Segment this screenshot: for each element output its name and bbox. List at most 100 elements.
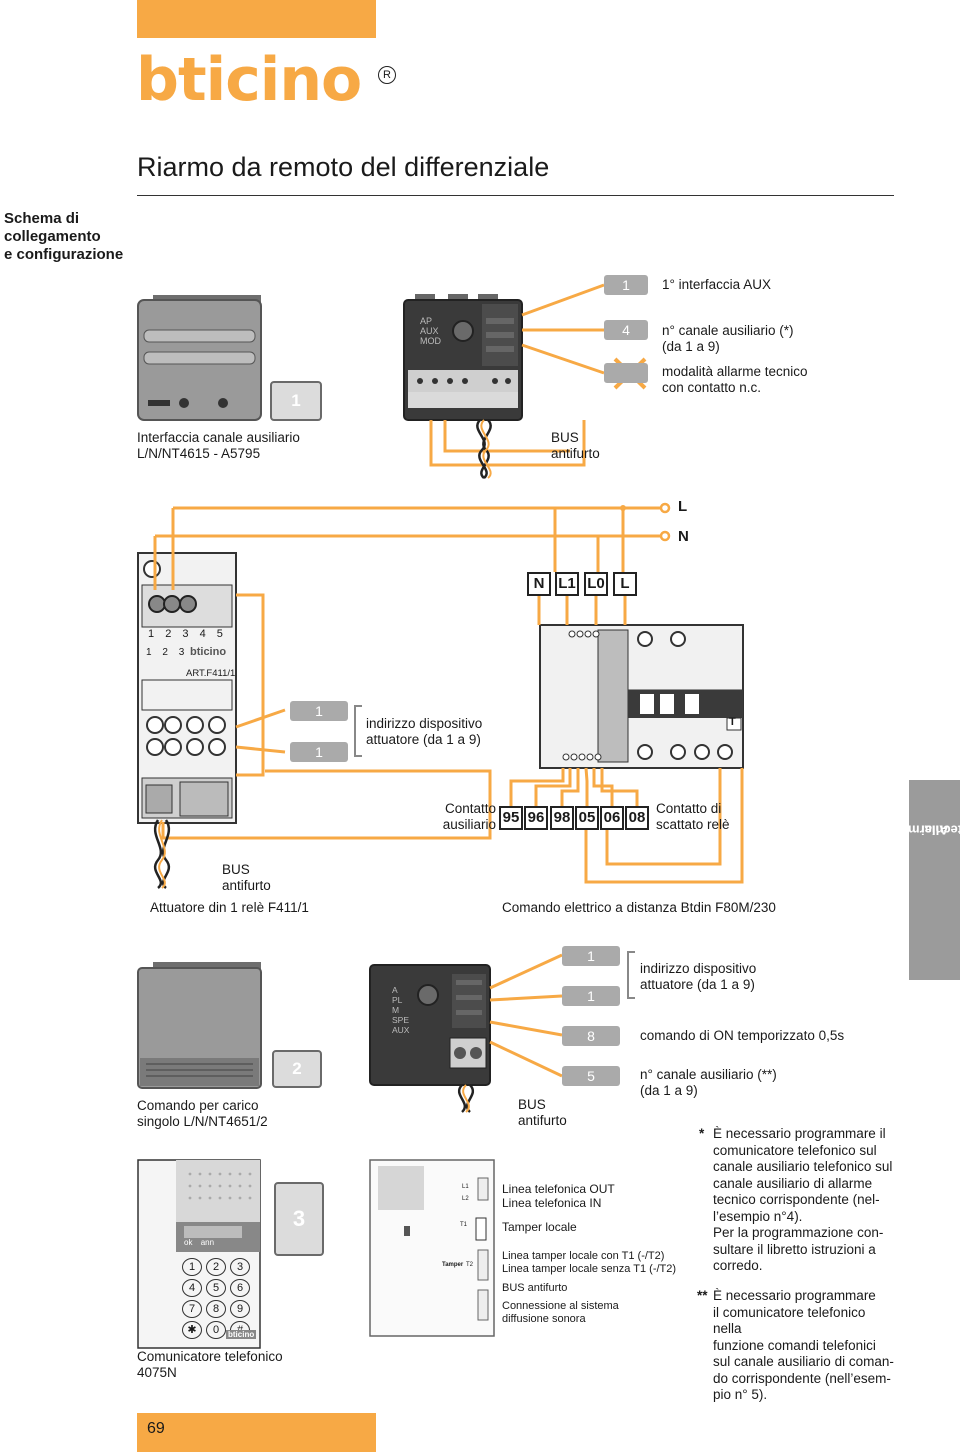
line-N-label: N: [678, 528, 689, 545]
interface-caption-1: Interfaccia canale ausiliario: [137, 430, 300, 445]
board-label-l2: L2: [462, 1196, 469, 1202]
interface-badge: 1: [270, 381, 322, 421]
addr-tag-2: 1: [290, 742, 348, 762]
contact-left-line2: ausiliario: [442, 817, 496, 832]
contact-left: Contatto ausiliario: [441, 801, 496, 833]
contact-right-line1: Contatto di: [656, 801, 722, 816]
section-line-2: collegamento: [4, 228, 101, 245]
config-tag-1: 1: [604, 275, 648, 295]
footer-band: [137, 1413, 376, 1452]
board-line-t2: Linea tamper locale senza T1 (-/T2): [502, 1263, 677, 1275]
note-2-line-4: sul canale ausiliario di coman-: [713, 1354, 894, 1369]
config-text-4-line1: n° canale ausiliario (*): [662, 323, 794, 338]
aux-label-2: AUX: [420, 326, 439, 336]
bottom-tag-addr-2: 1: [562, 986, 620, 1006]
section-heading: Schema di collegamento e configurazione: [4, 210, 123, 264]
note-2-line-5: do corrispondente (nell’esem-: [713, 1370, 891, 1386]
relay-num2-3: 3: [178, 647, 185, 658]
bottom-device: [369, 964, 491, 1086]
header-band: [137, 0, 376, 38]
terminal-board: [369, 1159, 495, 1337]
note-1-line-2: comunicatore telefonico sul: [713, 1142, 877, 1158]
communicator-caption-1: Comunicatore telefonico: [137, 1349, 283, 1364]
bus-bottom-line2: antifurto: [518, 1113, 567, 1128]
bottom-aux-text: n° canale ausiliario (**) (da 1 a 9): [640, 1067, 777, 1099]
bus-mid-line1: BUS: [222, 862, 250, 877]
note-1: È necessario programmare il comunicatore…: [713, 1126, 895, 1275]
board-line-conn1: Connessione al sistema: [502, 1300, 619, 1312]
command-caption: Comando per carico singolo L/N/NT4651/2: [137, 1098, 268, 1130]
registered-mark: R: [378, 66, 396, 84]
bottom-addr-line1: indirizzo dispositivo: [640, 961, 757, 976]
communicator-caption-2: 4075N: [137, 1365, 177, 1380]
relay-num2-2: 2: [162, 647, 168, 658]
interface-module: [137, 295, 262, 421]
contact-term-98: 98: [550, 806, 574, 830]
bottom-label-2: PL: [392, 995, 403, 1005]
board-label-tamper: Tamper: [442, 1262, 464, 1268]
actuator-caption: Attuatore din 1 relè F411/1: [150, 900, 309, 915]
note-1-line-1: È necessario programmare il: [713, 1126, 886, 1141]
bottom-tag-on: 8: [562, 1026, 620, 1046]
config-text-4: n° canale ausiliario (*) (da 1 a 9): [662, 323, 793, 355]
keypad-ok: ok: [184, 1238, 193, 1247]
relay-num-5: 5: [216, 628, 223, 640]
aux-device-labels: AP AUX MOD: [420, 316, 441, 346]
contact-term-06: 06: [600, 806, 624, 830]
page-number: 69: [147, 1420, 165, 1437]
keypad: 1 2 3 4 5 6 7 8 9 ✱ 0 #: [182, 1258, 250, 1339]
bottom-addr-brace: [627, 951, 635, 999]
note-2-mark: **: [697, 1288, 708, 1303]
config-text-mode-line2: con contatto n.c.: [662, 380, 762, 395]
contact-right-line2: scattato relè: [656, 817, 730, 832]
bottom-on-text: comando di ON temporizzato 0,5s: [640, 1028, 845, 1043]
note-1-line-8: sultare il libretto istruzioni a: [713, 1241, 876, 1257]
config-tag-crossed: [604, 363, 648, 383]
config-text-1-line: 1° interfaccia AUX: [662, 277, 771, 292]
board-lines-1: Linea telefonica OUT Linea telefonica IN: [502, 1182, 615, 1210]
board-label-t2: T2: [466, 1262, 474, 1268]
key-2: 2: [206, 1258, 226, 1276]
relay-actuator: [137, 552, 237, 824]
note-1-line-5: tecnico corrispondente (nel-: [713, 1192, 880, 1207]
communicator: [137, 1159, 261, 1349]
addr-text-mid: indirizzo dispositivo attuatore (da 1 a …: [366, 716, 482, 748]
relay-num-3: 3: [182, 628, 189, 640]
relay-numbers-2: 1 2 3: [146, 646, 184, 659]
addr-mid-line1: indirizzo dispositivo: [366, 716, 483, 731]
brand-logo: bticino: [136, 45, 362, 115]
key-3: 3: [230, 1258, 250, 1276]
contact-left-line1: Contatto: [444, 801, 496, 816]
note-2: È necessario programmare il comunicatore…: [713, 1288, 895, 1404]
key-5: 5: [206, 1279, 226, 1297]
bottom-label-4: SPE: [392, 1015, 410, 1025]
addr-mid-line2: attuatore (da 1 a 9): [366, 732, 481, 747]
note-2-line-6: pio n° 5).: [713, 1387, 768, 1402]
title-rule: [137, 195, 894, 196]
config-tag-4: 4: [604, 320, 648, 340]
note-1-line-6: l’esempio n°4).: [713, 1208, 803, 1224]
bottom-addr-line2: attuatore (da 1 a 9): [640, 977, 755, 992]
board-lines-2: Linea tamper locale con T1 (-/T2) Linea …: [502, 1250, 676, 1276]
note-1-line-4: canale ausiliario di allarme: [713, 1175, 873, 1191]
board-line-t1: Linea tamper locale con T1 (-/T2): [502, 1250, 665, 1262]
bottom-label-1: A: [392, 985, 398, 995]
breaker-device: [539, 624, 744, 769]
relay-art: ART.F411/1: [186, 668, 236, 679]
key-star: ✱: [182, 1321, 202, 1339]
relay-numbers: 1 2 3 4 5: [148, 628, 223, 641]
bus-line-2: antifurto: [551, 446, 600, 461]
section-line-1: Schema di: [4, 210, 80, 227]
page-title: Riarmo da remoto del differenziale: [137, 152, 550, 182]
bus-mid-line2: antifurto: [222, 878, 271, 893]
interface-caption-2: L/N/NT4615 - A5795: [137, 446, 261, 461]
board-lines-3: Connessione al sistema diffusione sonora: [502, 1300, 619, 1326]
contact-term-08: 08: [625, 806, 649, 830]
addr-tag-1: 1: [290, 701, 348, 721]
relay-num-4: 4: [199, 628, 206, 640]
key-0: 0: [206, 1321, 226, 1339]
section-line-3: e configurazione: [4, 246, 124, 263]
command-caption-2: singolo L/N/NT4651/2: [137, 1114, 268, 1129]
bottom-device-labels: A PL M SPE AUX: [392, 985, 409, 1035]
key-6: 6: [230, 1279, 250, 1297]
